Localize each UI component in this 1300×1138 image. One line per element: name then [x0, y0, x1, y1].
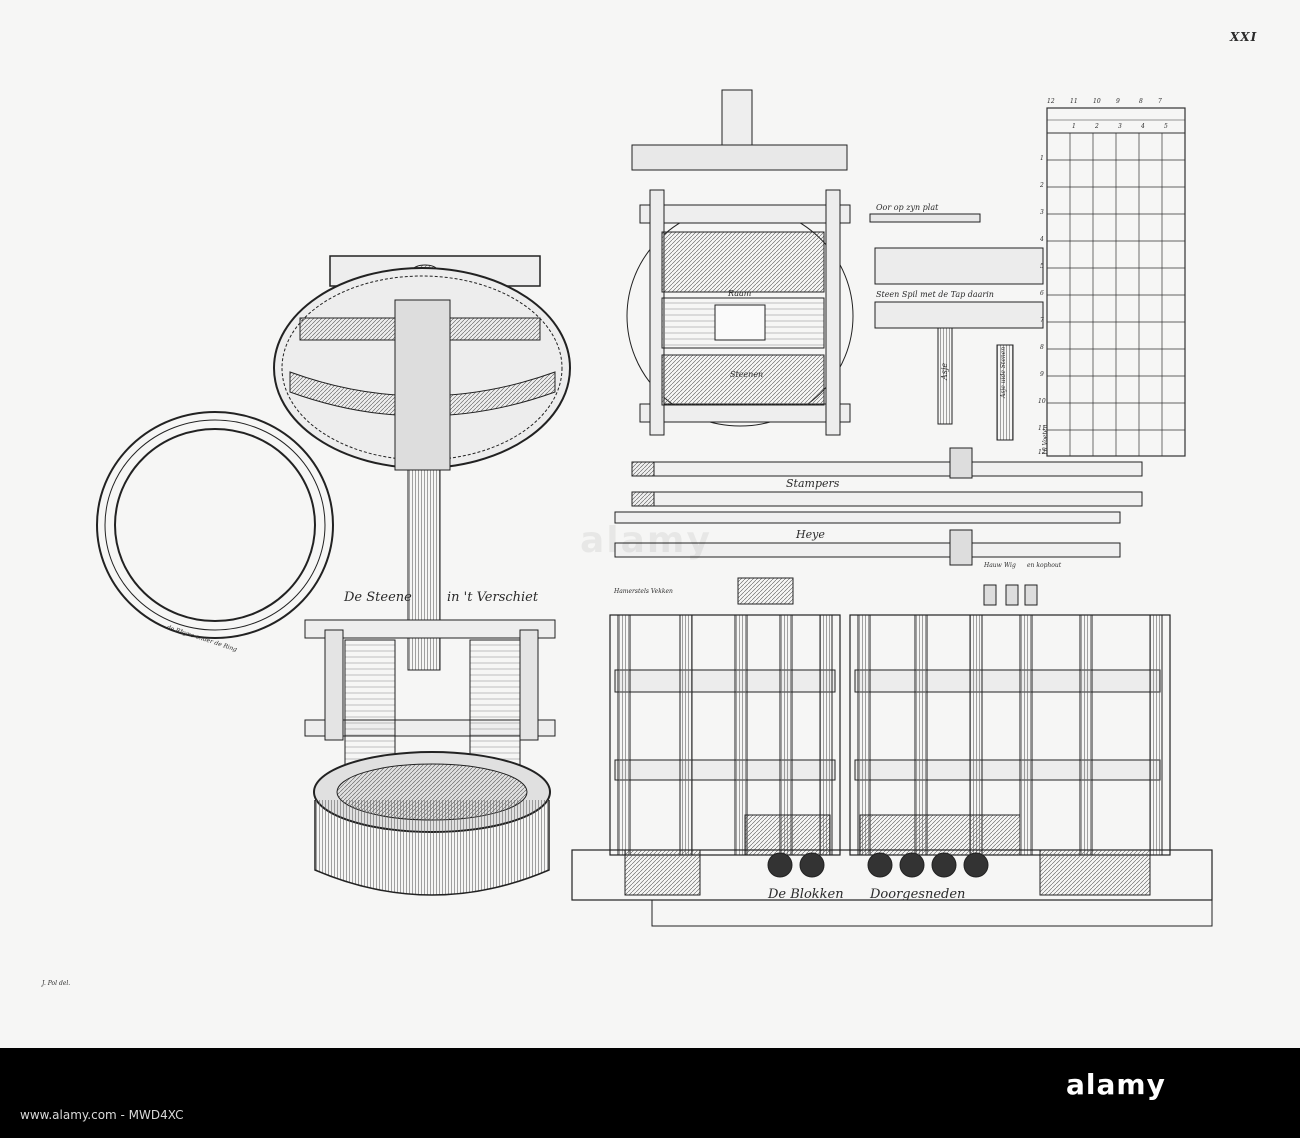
scale-side-10: 10 [1038, 398, 1046, 405]
label-asje: Asje [940, 362, 949, 380]
scale-unit-label: 10 Voeten [1042, 424, 1049, 455]
stock-logo[interactable]: alamy [1066, 1068, 1166, 1101]
label-heye: Heye [796, 528, 825, 541]
plate-number: XXI [1230, 30, 1258, 44]
raam-frame-drawing [626, 89, 854, 436]
label-hamer-vekken: Hamerstels Vekken [614, 588, 673, 595]
label-de-blokken: De Blokken [768, 887, 844, 902]
scale-side-6: 6 [1040, 290, 1044, 297]
label-asje-stenen: Asje uide Stenen [1000, 346, 1007, 398]
label-doorgesneden: Doorgesneden [870, 887, 966, 902]
label-steen-spil: Steen Spil met de Tap daarin [876, 290, 994, 299]
scale-side-12: 12 [1038, 449, 1046, 456]
scale-side-11: 11 [1038, 425, 1046, 432]
label-wig: Wig [1004, 562, 1016, 569]
artist-signature: J. Pol del. [42, 980, 71, 987]
scale-grid [1046, 107, 1186, 457]
stock-image-id: www.alamy.com - MWD4XC [20, 1108, 184, 1122]
scale-side-2: 2 [1040, 182, 1044, 189]
scale-top-11: 11 [1070, 98, 1078, 105]
engraving-plate: XXI De Steene in 't Verschiet de Rhyne o… [42, 30, 1258, 987]
scale-side-7: 7 [1040, 317, 1044, 324]
scale-top-7: 7 [1158, 98, 1162, 105]
label-steenen: Steenen [730, 370, 764, 379]
label-oor: Oor op zyn plat [876, 203, 939, 212]
scale-inner-3: 3 [1118, 123, 1122, 130]
stone-frame-drawing [304, 619, 556, 896]
scale-top-12: 12 [1047, 98, 1055, 105]
scale-top-8: 8 [1139, 98, 1143, 105]
label-in-t-verschiet: in 't Verschiet [447, 590, 539, 605]
scale-inner-1: 1 [1072, 123, 1076, 130]
ring-drawing [96, 411, 334, 639]
engraving-drawing [96, 89, 1213, 927]
scale-side-1: 1 [1040, 155, 1044, 162]
label-raam: Raam [728, 289, 752, 298]
label-kophout: en kophout [1027, 562, 1062, 569]
scale-top-9: 9 [1116, 98, 1120, 105]
stock-footer: alamy www.alamy.com - MWD4XC [0, 1048, 1300, 1138]
beams-drawing [614, 447, 1143, 606]
scale-inner-2: 2 [1095, 123, 1099, 130]
scale-side-3: 3 [1040, 209, 1044, 216]
blokken-drawing [571, 614, 1213, 927]
label-de-steene: De Steene [344, 590, 412, 605]
spindle-drawing [869, 213, 1044, 441]
scale-inner-5: 5 [1164, 123, 1168, 130]
label-hauw: Hauw [984, 562, 1002, 569]
scale-side-4: 4 [1040, 236, 1044, 243]
scale-side-9: 9 [1040, 371, 1044, 378]
scale-side-8: 8 [1040, 344, 1044, 351]
scale-top-10: 10 [1093, 98, 1101, 105]
scale-side-5: 5 [1040, 263, 1044, 270]
label-stampers: Stampers [786, 477, 840, 490]
watermark: alamy [580, 520, 712, 561]
scale-inner-4: 4 [1141, 123, 1145, 130]
gear-wheel-drawing [273, 255, 571, 671]
